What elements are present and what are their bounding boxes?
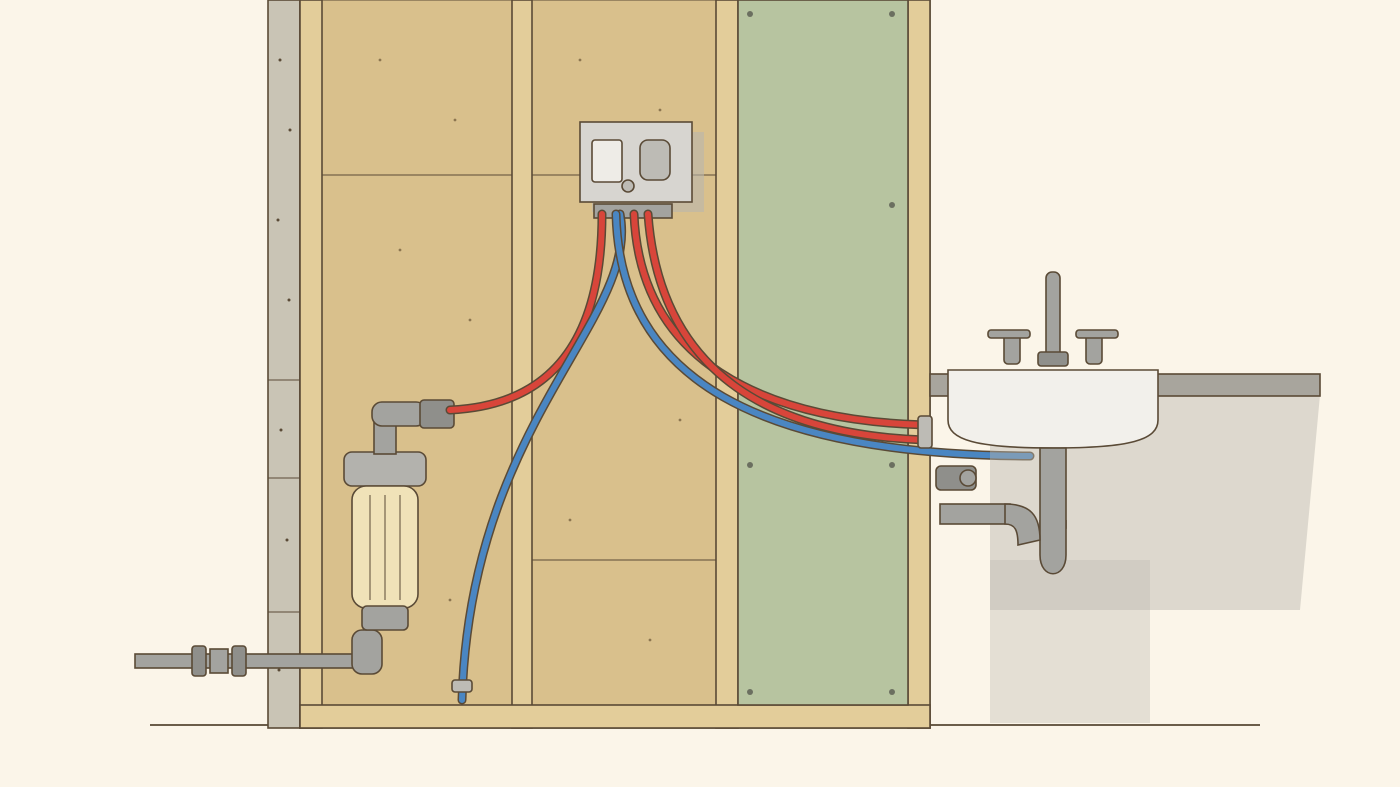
faucet-handle-left-lever bbox=[987, 329, 1031, 339]
trap-arm-elbow bbox=[1004, 503, 1041, 547]
main-supply-pipe bbox=[134, 629, 383, 677]
hot-line-to-filter-fill bbox=[447, 211, 605, 413]
manifold-box-icon bbox=[579, 121, 704, 219]
water-filter-icon bbox=[343, 399, 455, 631]
drywall-panel bbox=[737, 0, 909, 706]
sink-basin bbox=[947, 369, 1159, 449]
filter-elbow-top bbox=[371, 401, 427, 427]
stud-end bbox=[907, 0, 931, 729]
pipe-elbow-bottom bbox=[351, 629, 383, 675]
shutoff-knob bbox=[959, 469, 977, 487]
vanity-shadow-shape bbox=[990, 395, 1320, 610]
sink-bowl bbox=[947, 369, 1159, 449]
faucet-spout bbox=[1045, 271, 1061, 363]
pipe-union-2 bbox=[209, 648, 229, 674]
manifold-switch bbox=[591, 139, 623, 183]
filter-base bbox=[361, 605, 409, 631]
faucet-handle-right-lever bbox=[1075, 329, 1119, 339]
faucet-icon bbox=[987, 271, 1119, 367]
manifold-valve bbox=[639, 139, 671, 181]
cold-line-to-sink-fill bbox=[613, 211, 1033, 459]
hot-line-to-sink-b-fill bbox=[645, 211, 928, 443]
stud-center bbox=[511, 0, 533, 729]
cold-line-clip bbox=[451, 679, 473, 693]
supply-pipe-run bbox=[134, 653, 376, 669]
faucet-base bbox=[1037, 351, 1069, 367]
drain-tailpiece bbox=[1039, 447, 1067, 529]
pedestal-shadow bbox=[990, 560, 1150, 723]
p-trap-bend bbox=[1039, 520, 1067, 575]
block-wall-face bbox=[267, 0, 301, 729]
cold-lines bbox=[457, 209, 1035, 705]
pipe-union-1 bbox=[191, 645, 207, 677]
drywall-sheet bbox=[737, 0, 909, 706]
pipe-union-3 bbox=[231, 645, 247, 677]
trap-arm bbox=[939, 503, 1011, 525]
sink-stub-clip bbox=[917, 415, 933, 449]
manifold-screw bbox=[621, 179, 635, 193]
bottom-plate bbox=[299, 704, 931, 729]
p-trap bbox=[935, 447, 1067, 575]
stud-right bbox=[715, 0, 739, 729]
stud-left bbox=[299, 0, 323, 729]
hot-lines bbox=[445, 209, 930, 445]
filter-cap bbox=[343, 451, 427, 487]
vanity-shadow bbox=[990, 395, 1320, 723]
block-wall bbox=[267, 0, 301, 729]
